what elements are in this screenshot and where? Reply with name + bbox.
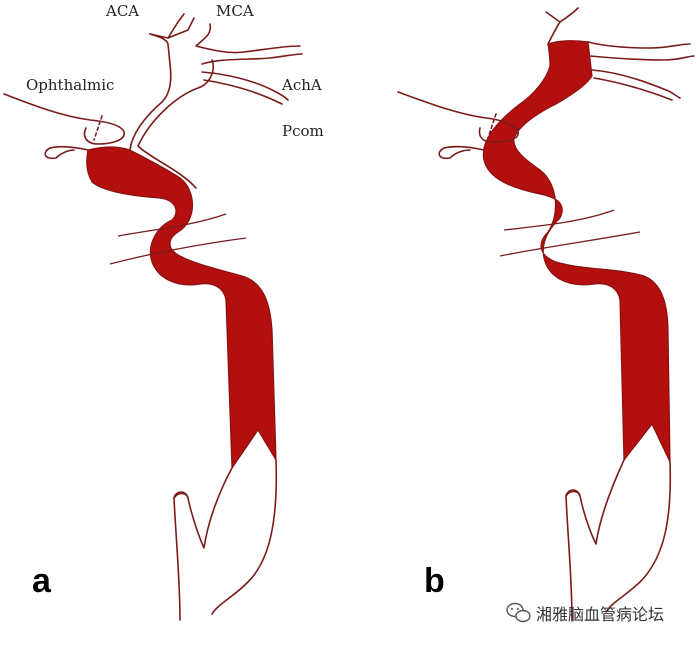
watermark: 湘雅脑血管病论坛 <box>506 602 664 624</box>
panel-b-aca-branch <box>545 7 579 45</box>
panel-a-ophthalmic-dash <box>93 115 103 141</box>
panel-a-crossline-2 <box>109 237 247 265</box>
panel-b-ophthalmic-dash <box>487 113 497 139</box>
panel-a-aca-branch <box>149 13 195 39</box>
panel-b-acha-branch <box>591 69 681 101</box>
panel-b-neck-left <box>565 459 625 621</box>
label-aca: ACA <box>105 2 139 20</box>
panel-a-acha-branch <box>201 71 289 105</box>
panel-b-neck-right <box>605 461 672 613</box>
panel-a: a <box>3 13 303 621</box>
panel-a-ophthalmic-branch <box>3 93 125 160</box>
panel-a-crossline-1 <box>117 213 227 237</box>
panel-a-eca-stub <box>173 492 189 499</box>
panel-a-ica-upper-left <box>129 33 172 151</box>
panel-a-mca-branch <box>195 23 303 65</box>
panel-a-neck-left <box>173 467 233 621</box>
label-acha: AchA <box>281 76 322 94</box>
panel-a-neck-right <box>211 459 278 615</box>
panel-a-letter: a <box>32 562 52 600</box>
panel-b-filled-segment <box>482 40 671 463</box>
panel-b-eca-stub <box>565 490 581 497</box>
label-pcom: Pcom <box>282 122 324 140</box>
label-mca: MCA <box>216 2 254 20</box>
panel-a-ica-upper-right <box>137 59 214 189</box>
watermark-text: 湘雅脑血管病论坛 <box>536 605 664 624</box>
panel-b: b <box>397 7 695 621</box>
panel-a-filled-segment <box>86 146 277 470</box>
panel-b-crossline-1 <box>503 209 615 231</box>
panel-b-letter: b <box>424 562 445 600</box>
panel-b-mca-branch <box>587 41 695 61</box>
panel-b-ophthalmic-branch <box>397 91 519 160</box>
panel-b-crossline-2 <box>499 231 641 257</box>
label-ophthalmic: Ophthalmic <box>26 76 114 94</box>
wechat-icon <box>506 602 531 623</box>
